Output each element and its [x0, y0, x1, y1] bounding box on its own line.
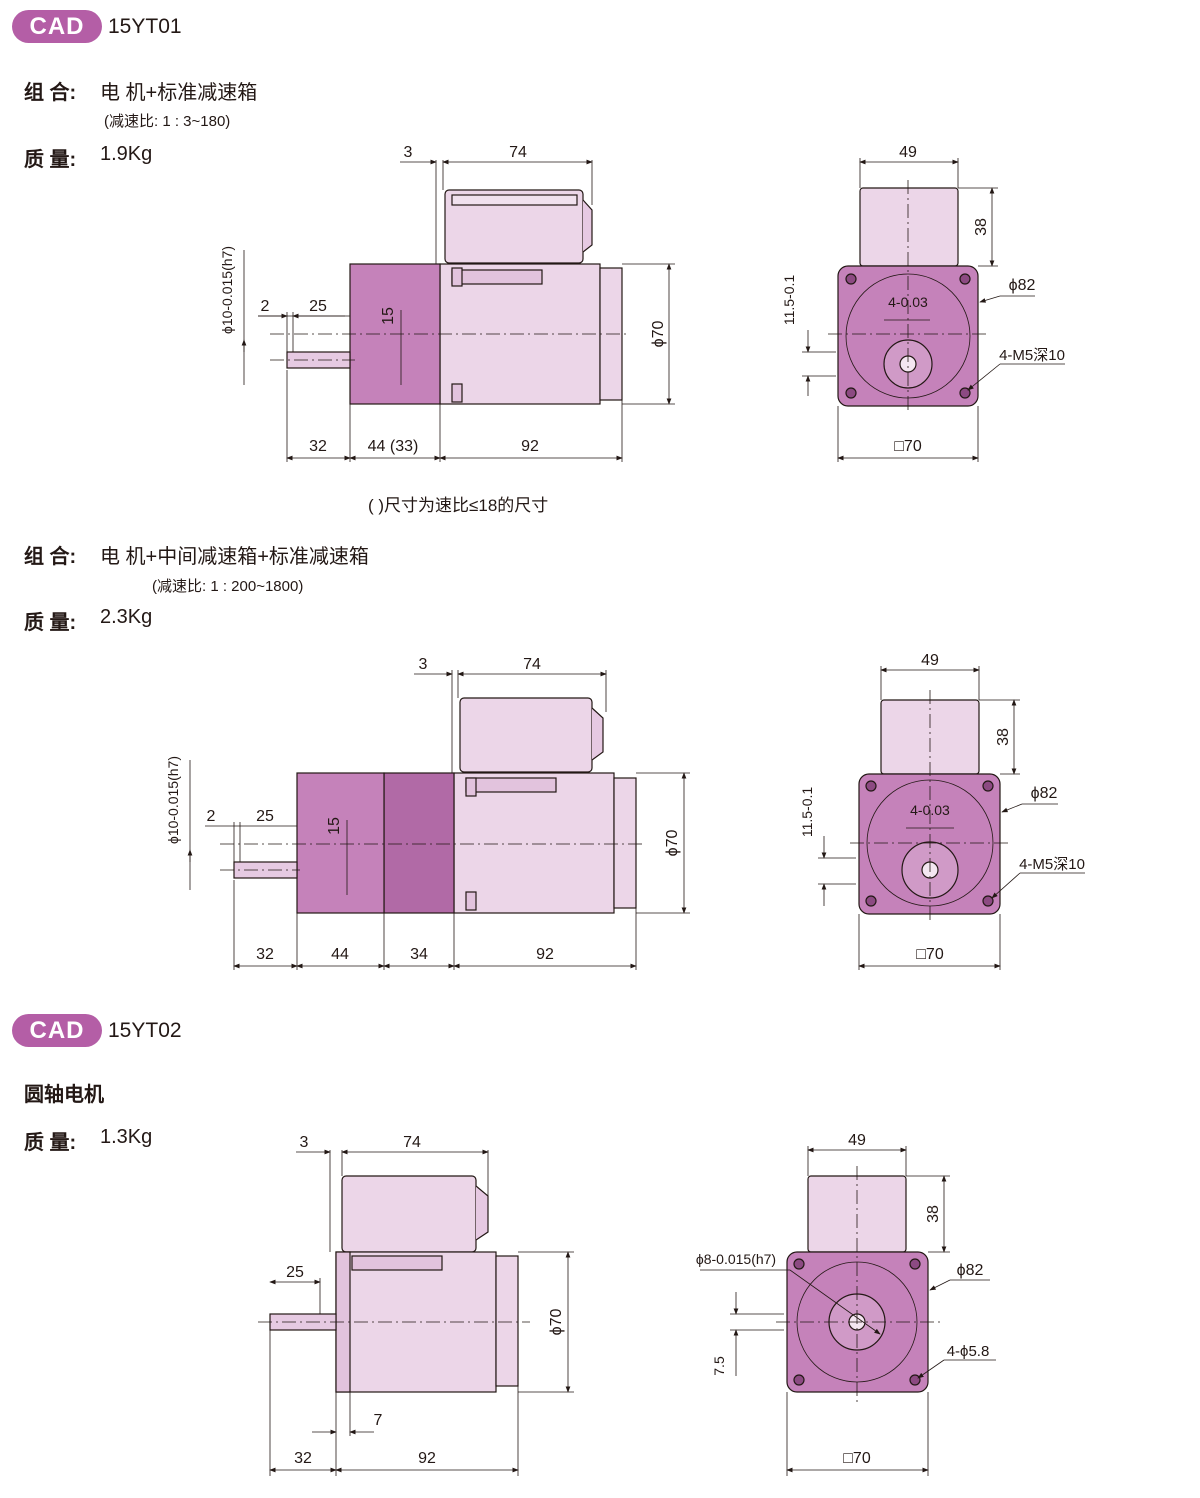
dim-key-width: 4-0.03 [888, 294, 928, 310]
dim-44-33: 44 (33) [368, 438, 419, 455]
reduction-ratio-2: (减速比: 1 : 200~1800) [152, 578, 304, 595]
side-view-1 [241, 159, 675, 462]
dim-phi82: ϕ82 [1009, 277, 1036, 294]
combo-label: 组 合: [24, 82, 77, 104]
dim-74: 74 [509, 144, 527, 161]
reduction-ratio: (减速比: 1 : 3~180) [104, 113, 231, 130]
dim-2-b: 2 [207, 808, 216, 825]
cad-badge: CAD [12, 10, 102, 43]
weight-label-2: 质 量: [24, 612, 77, 634]
side-view-2 [187, 670, 690, 970]
dim-phi70: ϕ70 [650, 321, 667, 348]
dim-15: 15 [380, 307, 397, 325]
dim-3: 3 [404, 144, 413, 161]
dim-15-b: 15 [326, 817, 343, 835]
shaft-tolerance: ϕ10-0.015(h7) [219, 246, 235, 334]
dim-2: 2 [261, 298, 270, 315]
weight-label: 质 量: [24, 149, 77, 171]
dim-74-b: 74 [523, 656, 541, 673]
weight-value: 1.9Kg [100, 143, 153, 165]
combo-value-2: 电 机+中间减速箱+标准减速箱 [100, 546, 369, 568]
dim-key-height: 11.5-0.1 [781, 275, 797, 326]
dim-3-c: 3 [300, 1134, 309, 1151]
dim-74-c: 74 [403, 1134, 421, 1151]
weight-label-3: 质 量: [24, 1132, 77, 1154]
dim-key-width-b: 4-0.03 [910, 802, 950, 818]
dim-92-c: 92 [418, 1450, 436, 1467]
dim-32: 32 [309, 438, 327, 455]
front-view-2 [818, 666, 1085, 970]
dim-49-c: 49 [848, 1132, 866, 1149]
dim-25-c: 25 [286, 1264, 304, 1281]
dim-49: 49 [899, 144, 917, 161]
combo-label-2: 组 合: [24, 546, 77, 568]
dim-49-b: 49 [921, 652, 939, 669]
dim-phi82-b: ϕ82 [1031, 785, 1058, 802]
dim-38: 38 [973, 218, 990, 236]
dim-38-b: 38 [995, 728, 1012, 746]
dim-92: 92 [521, 438, 539, 455]
weight-value-3: 1.3Kg [100, 1126, 153, 1148]
dim-32-c: 32 [294, 1450, 312, 1467]
dim-25-b: 25 [256, 808, 274, 825]
weight-value-2: 2.3Kg [100, 606, 153, 628]
dim-3-b: 3 [419, 656, 428, 673]
side-view-3 [258, 1149, 574, 1476]
dim-7-5: 7.5 [711, 1356, 727, 1376]
dim-44-b: 44 [331, 946, 349, 963]
dim-key-height-b: 11.5-0.1 [799, 787, 815, 838]
dim-mount-holes-c: 4-ϕ5.8 [947, 1343, 990, 1360]
dim-phi70-b: ϕ70 [664, 830, 681, 857]
dim-square70-b: □70 [916, 946, 944, 963]
dim-phi82-c: ϕ82 [957, 1262, 984, 1279]
dim-32-b: 32 [256, 946, 274, 963]
dimension-note: ( )尺寸为速比≤18的尺寸 [368, 496, 549, 515]
dim-34-b: 34 [410, 946, 428, 963]
cad-badge-2: CAD [12, 1014, 102, 1047]
front-view-1 [802, 158, 1065, 462]
dim-shaft-diameter: ϕ8-0.015(h7) [696, 1251, 776, 1267]
model-number: 15YT01 [108, 15, 182, 38]
dim-square70-c: □70 [843, 1450, 871, 1467]
shaft-tolerance-b: ϕ10-0.015(h7) [165, 756, 181, 844]
dim-phi70-c: ϕ70 [548, 1309, 565, 1336]
dim-92-b: 92 [536, 946, 554, 963]
dim-25: 25 [309, 298, 327, 315]
dim-mount-holes-b: 4-M5深10 [1019, 856, 1085, 873]
dim-7-c: 7 [374, 1412, 383, 1429]
combo-value: 电 机+标准减速箱 [100, 82, 258, 104]
product-title: 圆轴电机 [24, 1084, 104, 1106]
dim-38-c: 38 [925, 1205, 942, 1223]
dim-mount-holes: 4-M5深10 [999, 347, 1065, 364]
dim-square70: □70 [894, 438, 922, 455]
model-number-2: 15YT02 [108, 1019, 182, 1042]
front-view-3 [700, 1146, 996, 1476]
